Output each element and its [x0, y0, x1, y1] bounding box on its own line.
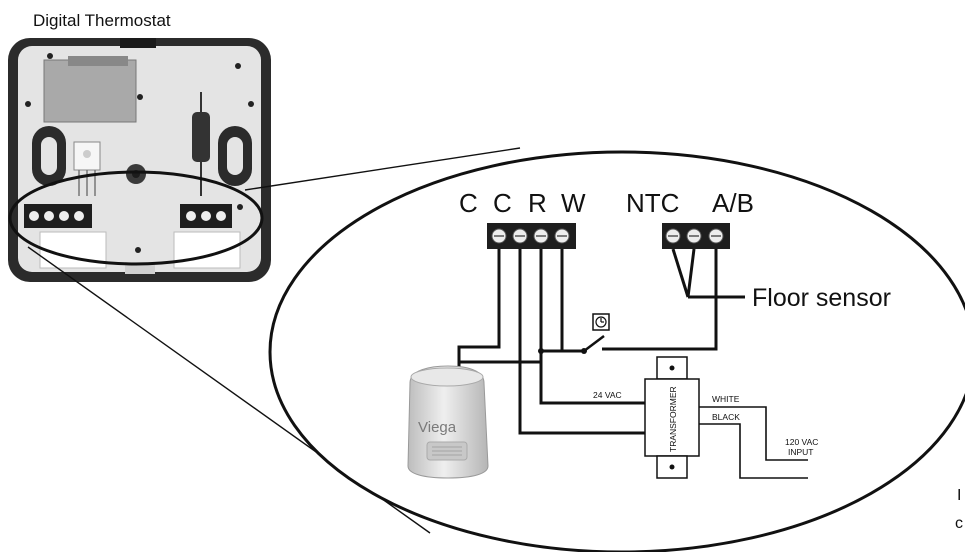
terminal-label-r: R [528, 188, 547, 218]
zoom-line-top [244, 147, 521, 191]
label-120vac: 120 VAC [785, 437, 818, 447]
actuator: Viega [407, 365, 489, 479]
terminal-label-c1: C [459, 188, 478, 218]
terminal-label-ab: A/B [712, 188, 754, 218]
edge-fragment-1: I [957, 487, 961, 504]
floor-sensor-label: Floor sensor [752, 284, 891, 312]
transformer: TRANSFORMER [644, 356, 700, 479]
label-black: BLACK [712, 412, 740, 422]
terminal-label-ntc: NTC [626, 188, 679, 218]
diagram-title: Digital Thermostat [33, 11, 171, 30]
right-terminal-labels: NTC A/B [626, 188, 754, 218]
primary-wiring [699, 406, 808, 479]
label-white: WHITE [712, 394, 740, 404]
label-input: INPUT [788, 447, 814, 457]
zoom-ellipse [268, 150, 965, 552]
terminal-block-right [662, 223, 730, 249]
left-terminal-labels: C C R W [459, 188, 586, 218]
terminal-label-w: W [561, 188, 586, 218]
thermostat-back-plate [8, 38, 271, 282]
terminal-block-left [487, 223, 576, 249]
transformer-label: TRANSFORMER [668, 386, 678, 452]
label-24vac: 24 VAC [593, 390, 622, 400]
edge-fragment-2: c [955, 515, 963, 532]
timer-icon [592, 313, 610, 331]
control-wiring [457, 249, 718, 435]
actuator-brand: Viega [418, 419, 457, 436]
terminal-label-c2: C [493, 188, 512, 218]
